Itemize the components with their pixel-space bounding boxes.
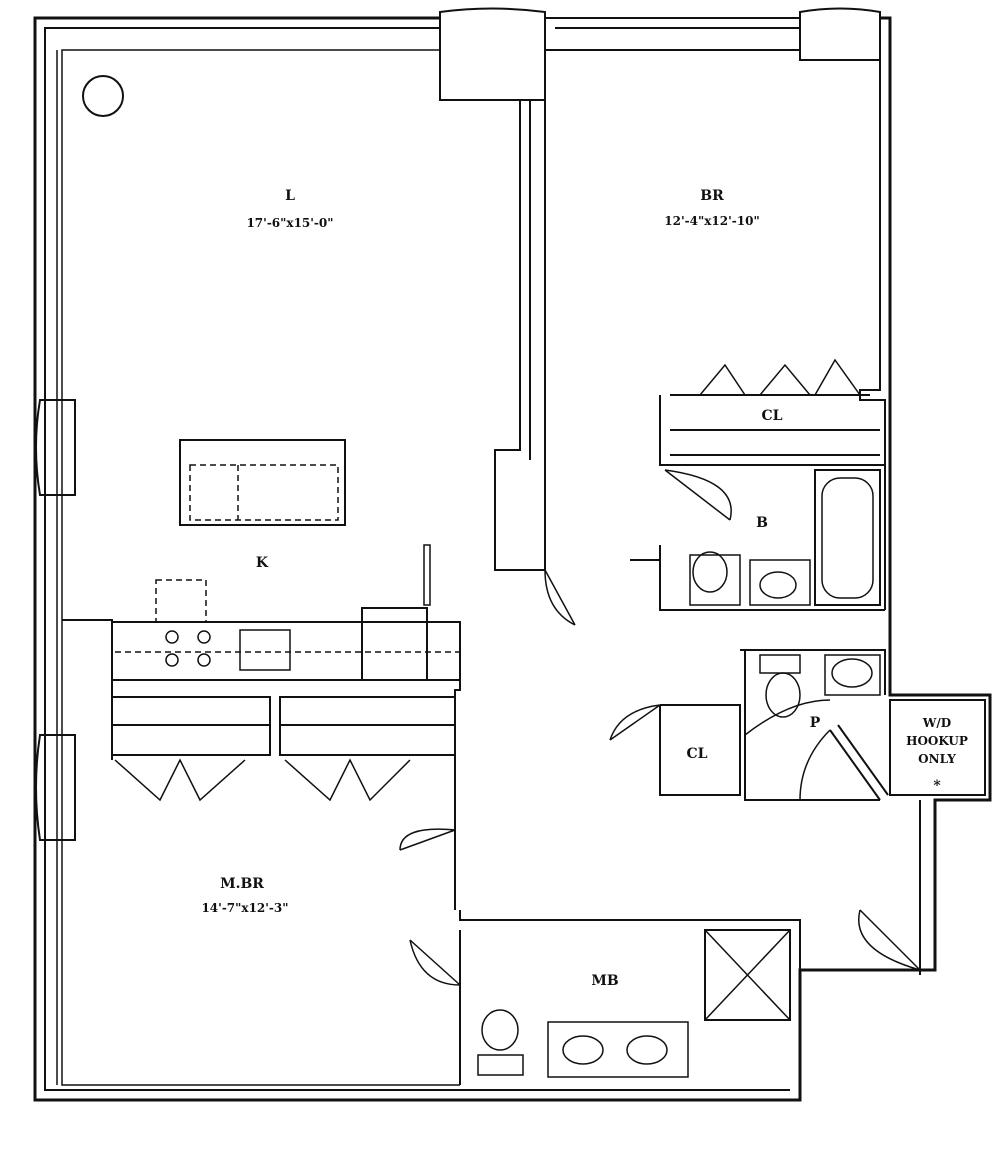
bath-label: B xyxy=(756,515,768,531)
window-bay-top-right xyxy=(799,7,881,61)
bedroom-closet-label: CL xyxy=(762,408,783,424)
vanity-master-bath xyxy=(547,1021,689,1078)
exterior-walls xyxy=(33,16,992,1102)
powder-room-label: P xyxy=(810,715,821,731)
window-bay-left-1 xyxy=(35,399,76,496)
column-icon xyxy=(82,75,124,117)
toilet-master-bath xyxy=(477,1009,524,1076)
bedroom-label: BR xyxy=(700,188,724,204)
sink-bath xyxy=(749,559,811,606)
doors xyxy=(114,358,921,986)
closets-master xyxy=(111,696,456,756)
laundry-label-line2: HOOKUP xyxy=(906,734,968,748)
asterisk-icon: * xyxy=(933,778,941,794)
laundry-label-line3: ONLY xyxy=(918,752,956,766)
bathtub xyxy=(814,469,881,606)
window-bay-left-2 xyxy=(35,734,76,841)
laundry-box xyxy=(889,699,986,796)
hall-closet-label: CL xyxy=(687,746,708,762)
living-room-label: L xyxy=(285,188,295,204)
master-bedroom-dimensions: 14'-7"x12'-3" xyxy=(201,901,288,915)
living-room-dimensions: 17'-6"x15'-0" xyxy=(246,216,333,230)
toilet-bath xyxy=(689,551,741,606)
window-bay-top-left xyxy=(439,7,546,101)
toilet-powder xyxy=(759,654,801,718)
kitchen-island xyxy=(179,439,346,526)
bedroom-dimensions: 12'-4"x12'-10" xyxy=(664,214,759,228)
kitchen-counter xyxy=(111,544,461,681)
laundry-label-line1: W/D xyxy=(922,716,951,730)
interior-walls xyxy=(62,60,921,1085)
master-bath-label: MB xyxy=(591,973,618,989)
master-bedroom-label: M.BR xyxy=(220,876,264,892)
sink-powder xyxy=(824,654,881,696)
kitchen-label: K xyxy=(256,555,269,571)
shower xyxy=(704,929,791,1021)
